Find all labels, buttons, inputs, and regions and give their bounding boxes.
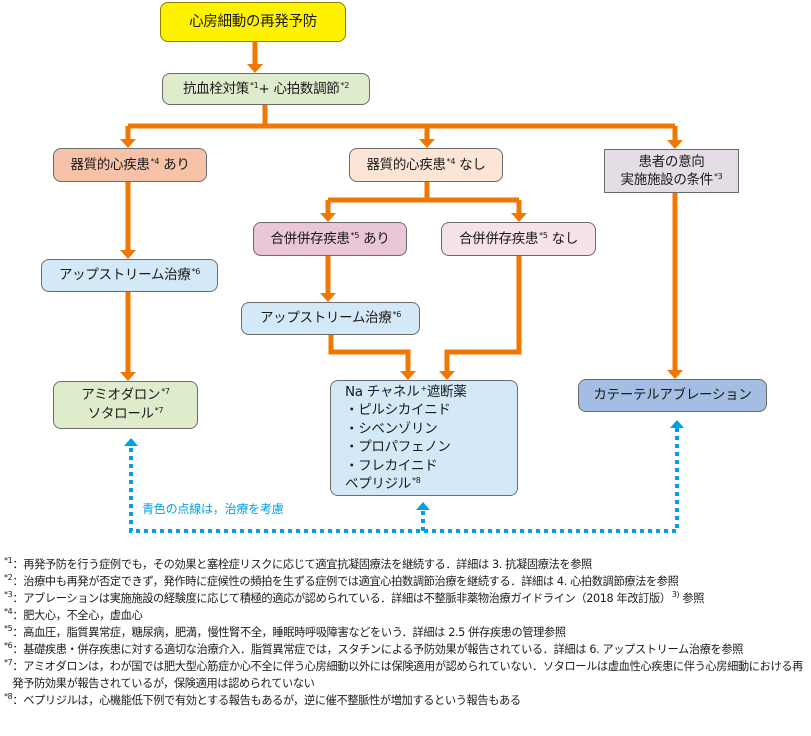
footnote-1: *1 ：再発予防を行う症例でも，その効果と塞栓症リスクに応じて適宜抗凝固療法を継…	[3, 556, 809, 573]
arrow-head-icon	[439, 371, 455, 380]
upstream-therapy-left-box: アップストリーム治療*6	[41, 259, 218, 292]
patient-preference-box: 患者の意向 実施施設の条件*3	[604, 149, 739, 193]
dotted-consider-line	[129, 428, 679, 533]
bepridil-label: ベプリジル	[345, 476, 411, 492]
arrow-head-icon	[667, 140, 683, 149]
footnote-ref-7: *7	[161, 387, 170, 396]
footnote-ref-7: *7	[154, 406, 164, 415]
title-box: 心房細動の再発予防	[160, 2, 346, 42]
footnote-ref-3: *3	[713, 172, 723, 181]
footnote-mark: *3	[4, 590, 13, 599]
footnote-mark: *8	[4, 692, 13, 701]
arrow-head-icon	[120, 250, 136, 259]
footnote-text: ：治療中も再発が否定できず，発作時に症候性の頻拍を生ずる症例では適宜心拍数調節治…	[12, 575, 679, 588]
footnote-ref-5: *5	[350, 230, 360, 240]
drug-item: ・フレカイニド	[345, 457, 438, 474]
organic-yes-label: 器質的心疾患	[70, 156, 150, 173]
footnote-mark: *5	[4, 624, 13, 633]
upstream-therapy-mid-box: アップストリーム治療*6	[241, 302, 420, 335]
footnote-ref-1: *1	[249, 80, 259, 90]
comorbid-yes-label: 合併併存疾患	[270, 230, 350, 247]
upstream-mid-label: アップストリーム治療	[259, 310, 392, 326]
comorbidity-yes-box: 合併併存疾患*5 あり	[253, 222, 407, 256]
footnote-6: *6 ：基礎疾患・併存疾患に対する適切な治療介入．脂質異常症では，スタチンによる…	[3, 641, 809, 658]
footnote-text: ：肥大心，不全心，虚血心	[12, 609, 143, 622]
organic-no-label: 器質的心疾患	[366, 156, 446, 173]
rate-control-label: + 心拍数調節	[258, 80, 340, 97]
footnote-ref-5: *5	[539, 230, 548, 240]
connector-upstream-to-na	[328, 335, 411, 371]
drug-item: ・シベンゾリン	[345, 420, 438, 437]
footnote-2: *2 ：治療中も再発が否定できず，発作時に症候性の頻拍を生ずる症例では適宜心拍数…	[3, 573, 809, 590]
reference-ref: 3)	[671, 590, 680, 599]
arrow-head-icon	[667, 370, 683, 379]
footnote-ref-6: *6	[392, 310, 402, 319]
footnotes: *1 ：再発予防を行う症例でも，その効果と塞栓症リスクに応じて適宜抗凝固療法を継…	[3, 556, 809, 709]
footnote-ref-6: *6	[191, 267, 201, 276]
footnote-text: ：再発予防を行う症例でも，その効果と塞栓症リスクに応じて適宜抗凝固療法を継続する…	[12, 558, 592, 571]
arrow-up-icon	[670, 420, 684, 428]
amiodarone-sotalol-box: アミオダロン*7 ソタロール*7	[53, 381, 198, 429]
drug-item: ・ピルシカイニド	[345, 402, 451, 418]
amiodarone-label: アミオダロン	[81, 387, 161, 403]
catheter-ablation-label: カテーテルアブレーション	[593, 387, 752, 403]
comorbid-yes-suffix: あり	[359, 230, 390, 247]
na-plus-sup: +	[420, 383, 427, 393]
footnote-mark: *6	[4, 641, 13, 650]
footnote-7: *7 ：アミオダロンは，わが国では肥大型心筋症か心不全に伴う心房細動以外には保険…	[3, 658, 809, 692]
footnote-4: *4 ：肥大心，不全心，虚血心	[3, 607, 809, 624]
na-channel-blocker-box: Na チャネル+遮断薬 ・ピルシカイニド ・シベンゾリン ・プロパフェノン ・フ…	[330, 380, 518, 496]
footnote-text: ：ベプリジルは，心機能低下例で有効とする報告もあるが，逆に催不整脈性が増加すると…	[12, 694, 521, 707]
blocker-label: 遮断薬	[426, 383, 467, 400]
upstream-left-label: アップストリーム治療	[58, 267, 191, 283]
organic-yes-suffix: あり	[159, 156, 190, 173]
facility-conditions-label: 実施施設の条件	[620, 172, 714, 188]
footnote-3: *3 ：アブレーションは実施施設の経験度に応じて積極的適応が認められている．詳細…	[3, 590, 809, 607]
arrow-head-icon	[511, 213, 527, 222]
arrow-head-icon	[120, 139, 136, 148]
arrow-up-icon	[124, 438, 138, 446]
organic-heart-disease-no-box: 器質的心疾患*4 なし	[349, 148, 503, 182]
connector-comorbid-no-to-na	[444, 256, 522, 371]
antithrombotic-rate-control-box: 抗血栓対策*1+ 心拍数調節*2	[162, 73, 370, 105]
title-text: 心房細動の再発予防	[189, 13, 317, 30]
arrow-head-icon	[400, 371, 416, 380]
organic-heart-disease-yes-box: 器質的心疾患*4 あり	[53, 148, 207, 182]
footnote-text: ：アブレーションは実施施設の経験度に応じて積極的適応が認められている．詳細は不整…	[12, 592, 671, 605]
patient-preference-label: 患者の意向	[638, 154, 705, 170]
arrow-up-icon	[416, 502, 430, 510]
organic-no-suffix: なし	[455, 156, 486, 173]
footnote-mark: *4	[4, 607, 13, 616]
footnote-text: ：高血圧，脂質異常症，糖尿病，肥満，慢性腎不全，睡眠時呼吸障害などをいう．詳細は…	[12, 626, 566, 639]
comorbid-no-label: 合併併存疾患	[458, 230, 539, 247]
comorbid-no-suffix: なし	[547, 230, 579, 247]
footnote-mark: *2	[4, 573, 13, 582]
footnote-5: *5 ：高血圧，脂質異常症，糖尿病，肥満，慢性腎不全，睡眠時呼吸障害などをいう．…	[3, 624, 809, 641]
footnote-ref-4: *4	[446, 156, 456, 166]
footnote-ref-4: *4	[150, 156, 160, 166]
dotted-line-note: 青色の点線は，治療を考慮	[142, 502, 284, 516]
footnote-8: *8 ：ベプリジルは，心機能低下例で有効とする報告もあるが，逆に催不整脈性が増加…	[3, 692, 809, 709]
na-channel-label: Na チャネル	[345, 383, 420, 400]
antithrombotic-label: 抗血栓対策	[182, 80, 249, 97]
footnote-tail: 参照	[679, 592, 705, 605]
arrow-head-icon	[120, 372, 136, 381]
footnote-mark: *7	[4, 658, 13, 667]
footnote-text: ：アミオダロンは，わが国では肥大型心筋症か心不全に伴う心房細動以外には保険適用が…	[12, 660, 803, 690]
catheter-ablation-box: カテーテルアブレーション	[578, 379, 767, 412]
footnote-text: ：基礎疾患・併存疾患に対する適切な治療介入．脂質異常症では，スタチンによる予防効…	[12, 643, 744, 656]
footnote-ref-8: *8	[412, 476, 421, 485]
footnote-mark: *1	[4, 556, 13, 565]
footnote-ref-2: *2	[340, 80, 350, 90]
arrow-head-icon	[320, 293, 336, 302]
comorbidity-no-box: 合併併存疾患*5 なし	[441, 222, 596, 256]
sotalol-label: ソタロール	[87, 406, 154, 422]
arrow-head-icon	[419, 139, 435, 148]
drug-item: ・プロパフェノン	[345, 439, 451, 455]
arrow-head-icon	[247, 64, 263, 73]
arrow-head-icon	[320, 213, 336, 222]
